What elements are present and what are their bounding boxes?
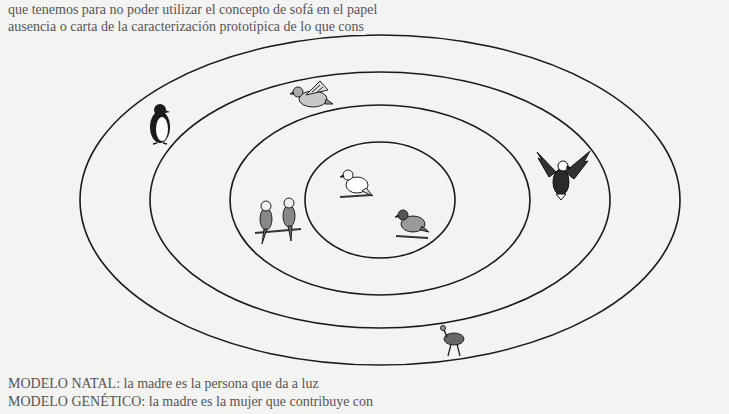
page-text-line: MODELO NATAL: la madre es la persona que… [6,376,321,392]
ostrich-drawing [441,326,465,357]
outer-ring [80,35,680,365]
penguin-drawing [150,104,170,144]
second-ring [150,72,610,328]
sparrow-drawing [395,210,429,238]
inner-ring [305,142,455,258]
page-text-line: ausencia o carta de la caracterización p… [6,19,366,35]
third-ring [230,105,530,295]
eagle-drawing [537,151,590,200]
canary-drawing [340,170,373,197]
pigeon-drawing [290,81,333,107]
page-text-line: que tenemos para no poder utilizar el co… [6,2,379,18]
page-text-line: MODELO GENÉTICO: la madre es la mujer qu… [6,394,375,410]
budgies-drawing [255,198,301,244]
